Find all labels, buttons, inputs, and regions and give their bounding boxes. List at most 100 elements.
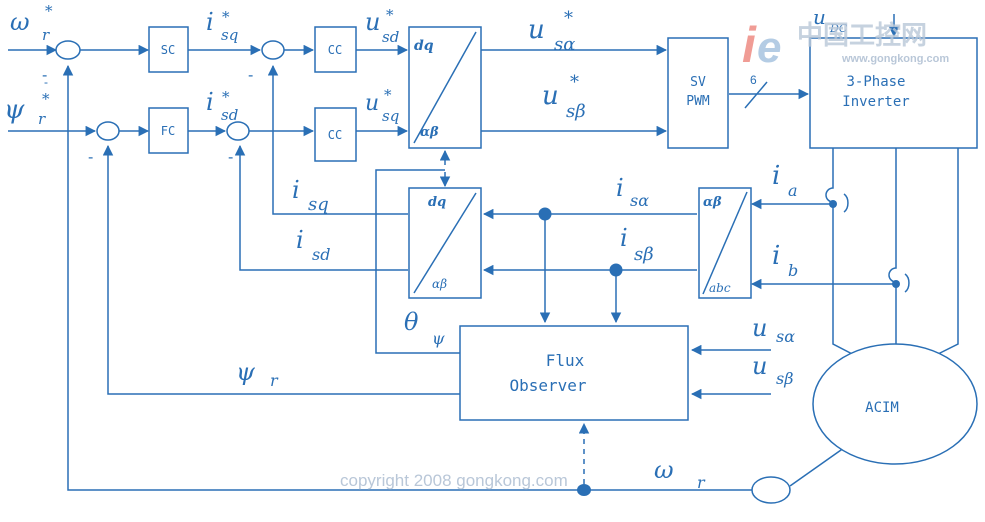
ib-junction-dot — [892, 280, 900, 288]
flux-controller-label: FC — [161, 124, 175, 138]
ia-hump — [843, 193, 849, 213]
flux-controller-block — [148, 107, 189, 154]
svpwm-label-line2: PWM — [686, 94, 710, 109]
isd-ref-sup: * — [222, 88, 230, 106]
isq-ref-sub: sq — [221, 26, 238, 44]
usbeta-ref-symbol: u — [542, 81, 559, 111]
inverse-park-top-label: dq — [414, 38, 434, 54]
flux-summing-junction — [96, 121, 120, 141]
usalpha-ref-sup: * — [564, 8, 573, 29]
omega-r-sub: r — [697, 473, 706, 492]
usd-ref-sup: * — [386, 6, 394, 24]
park-diagonal — [413, 192, 477, 294]
isd-fb-sub: sd — [312, 245, 330, 264]
inverter-block — [809, 37, 978, 149]
us-beta-symbol: u — [752, 352, 767, 380]
current-controller-d-block — [314, 107, 357, 162]
speed-minus-sign: - — [42, 67, 47, 84]
isq-minus-sign: - — [248, 67, 253, 84]
current-controller-q-label: CC — [328, 43, 342, 57]
isq-ref-sup: * — [222, 8, 230, 26]
isd-summing-junction — [226, 121, 250, 141]
pwm-count-label: 6 — [750, 73, 757, 87]
udc-symbol: u — [813, 5, 826, 29]
isd-minus-sign: - — [228, 149, 233, 166]
isq-fb-sub: sq — [308, 194, 329, 215]
us-beta-sub: sβ — [776, 369, 793, 388]
isd-ref-sub: sd — [221, 106, 238, 124]
psi-minus-sign: - — [44, 75, 48, 89]
usbeta-ref-sub: sβ — [566, 101, 586, 122]
ib-hump — [904, 273, 910, 293]
inverse-park-bottom-label: αβ — [420, 125, 439, 140]
speed-feedback-line — [62, 64, 752, 491]
isbeta-junction-dot — [609, 263, 623, 277]
psi-r-sub: r — [270, 371, 279, 390]
acim-motor — [812, 343, 978, 465]
clarke-top-label: αβ — [703, 195, 722, 210]
speed-controller-block — [148, 26, 189, 73]
psi-r-symbol: ψ — [236, 358, 256, 386]
motor-label: ACIM — [865, 400, 899, 416]
us-alpha-sub: sα — [776, 327, 795, 346]
usalpha-ref-symbol: u — [528, 15, 545, 45]
logo-url-text: www.gongkong.com — [841, 53, 949, 65]
psi-ref-sup: * — [42, 90, 50, 108]
observer-label-line2: Observer — [509, 376, 586, 395]
isq-summing-junction — [261, 40, 285, 60]
flux-observer-block — [459, 325, 689, 421]
omega-ref-symbol: ω — [10, 8, 30, 36]
us-alpha-symbol: u — [752, 314, 767, 342]
isq-fb-symbol: i — [292, 176, 300, 204]
park-top-label: dq — [428, 195, 446, 210]
inverter-label-line1: 3-Phase — [846, 74, 905, 90]
signal-lines — [8, 14, 959, 491]
phase-a-line — [825, 148, 861, 359]
omega-ref-sub: r — [42, 26, 50, 44]
udc-sub: DC — [829, 22, 848, 35]
omega-r-symbol: ω — [654, 456, 674, 484]
speed-encoder — [751, 476, 791, 504]
current-controller-d-label: CC — [328, 128, 342, 142]
usq-ref-symbol: u — [365, 91, 379, 116]
clarke-diagonal — [702, 191, 748, 295]
usalpha-ref-sub: sα — [554, 34, 575, 55]
phase-c-line — [929, 148, 959, 359]
current-controller-q-block — [314, 26, 357, 73]
logo-ie-mark-e: e — [757, 23, 781, 72]
inverter-label-line2: Inverter — [842, 94, 909, 110]
ib-symbol: i — [772, 241, 780, 271]
usbeta-ref-sup: * — [570, 72, 579, 93]
omega-ref-sup: * — [45, 2, 53, 20]
usq-ref-sup: * — [384, 86, 392, 104]
logo-ie-mark-i: i — [742, 17, 757, 73]
isalpha-symbol: i — [616, 174, 624, 202]
isalpha-junction-dot — [538, 207, 552, 221]
flux-minus-sign: - — [88, 149, 93, 166]
ib-sub: b — [788, 261, 798, 280]
psi-ref-sub: r — [38, 110, 46, 128]
inverse-park-diagonal — [413, 31, 477, 144]
gongkong-logo: i e 中国工控网 www.gongkong.com — [742, 17, 949, 73]
isq-feedback-line — [267, 64, 408, 215]
pwm-bus-slash — [744, 81, 768, 109]
ia-junction-dot — [829, 200, 837, 208]
clarke-bottom-label: abc — [709, 281, 731, 295]
isq-ref-symbol: i — [206, 8, 214, 36]
isd-feedback-line — [234, 144, 408, 271]
isbeta-symbol: i — [620, 224, 628, 252]
theta-symbol: θ — [404, 308, 419, 336]
ia-symbol: i — [772, 161, 780, 191]
svpwm-label-line1: SV — [690, 75, 706, 90]
phase-b-line — [888, 148, 897, 352]
park-bottom-label: αβ — [432, 277, 447, 291]
psi-ref-symbol: ψ — [4, 95, 25, 125]
copyright-watermark: copyright 2008 gongkong.com — [340, 471, 568, 490]
usd-ref-symbol: u — [365, 8, 380, 36]
isbeta-sub: sβ — [634, 244, 654, 265]
svpwm-block — [667, 37, 729, 149]
theta-sub: ψ — [432, 329, 445, 348]
observer-label-line1: Flux — [546, 351, 585, 370]
